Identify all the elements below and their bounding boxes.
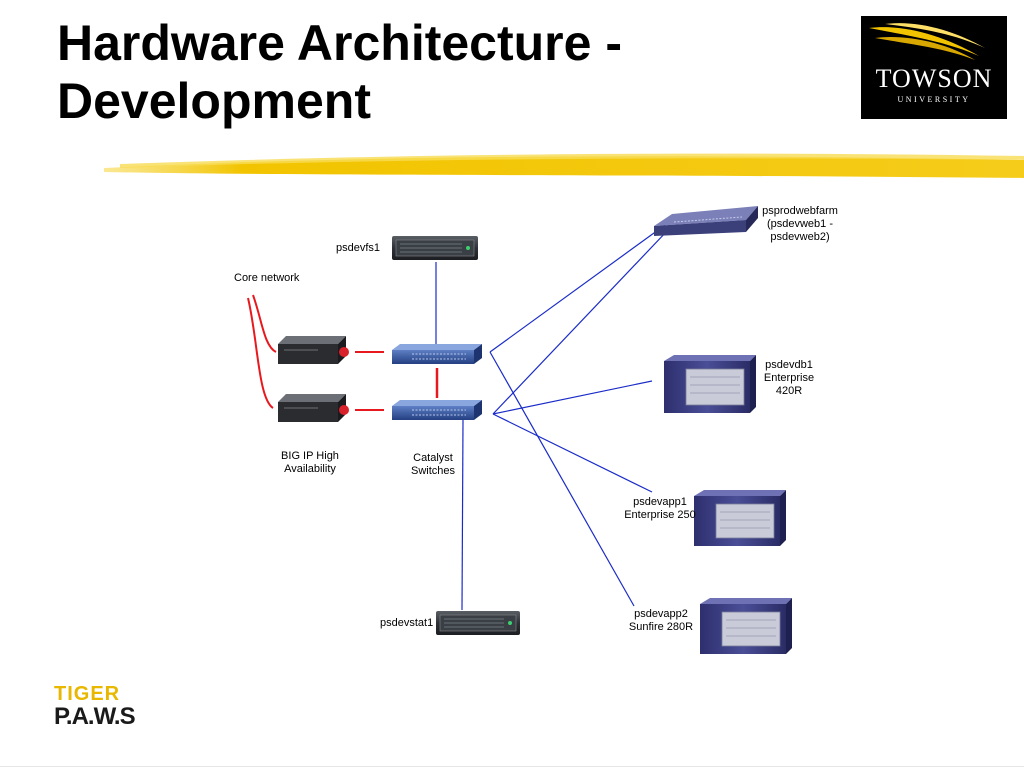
slide-title-line-1: Hardware Architecture - xyxy=(57,15,622,71)
slide-title-line-2: Development xyxy=(57,73,371,129)
label-psdevstat1: psdevstat1 xyxy=(380,617,434,629)
enterprise-server-icon xyxy=(664,355,756,413)
core-link-upper xyxy=(252,294,277,353)
load-balancer-icon xyxy=(278,394,349,422)
link-switch2-webfarm xyxy=(492,229,669,415)
label-catalyst-switches: Catalyst Switches xyxy=(410,452,456,477)
enterprise-server-icon xyxy=(700,598,792,654)
label-psdevapp2: psdevapp2 Sunfire 280R xyxy=(628,608,694,633)
label-psdevfs1: psdevfs1 xyxy=(336,242,381,254)
paws-logo-line-2: P.A.W.S xyxy=(54,703,136,730)
label-psprodwebfarm: psprodwebfarm (psdevweb1 - psdevweb2) xyxy=(762,205,838,243)
paws-logo-line-1: TIGER xyxy=(54,683,121,705)
load-balancer-icon xyxy=(278,336,349,364)
rack-server-icon xyxy=(436,611,520,635)
link-switch1-webfarm xyxy=(489,224,666,353)
logo-name: TOWSON xyxy=(875,64,993,93)
network-switch-icon xyxy=(392,344,482,364)
core-links xyxy=(247,294,439,411)
core-link-lower xyxy=(247,297,274,409)
title-underline-stripe xyxy=(104,153,1024,178)
rack-server-icon xyxy=(392,236,478,260)
blade-server-icon xyxy=(654,206,758,236)
network-switch-icon xyxy=(392,400,482,420)
label-bigip: BIG IP High Availability xyxy=(281,450,339,475)
label-psdevapp1: psdevapp1 Enterprise 250 xyxy=(624,496,696,521)
logo-swoosh-icon xyxy=(869,23,985,60)
label-psdevdb1: psdevdb1 Enterprise 420R xyxy=(763,359,815,397)
tiger-paws-logo: TIGER P.A.W.S xyxy=(54,684,144,730)
network-links xyxy=(435,224,669,611)
logo-subtitle: UNIVERSITY xyxy=(897,95,971,104)
link-switch2-stat1 xyxy=(461,419,464,611)
link-switch2-db1 xyxy=(492,380,653,415)
enterprise-server-icon xyxy=(694,490,786,546)
slide-title: Hardware Architecture - Development xyxy=(57,14,622,130)
footer-divider xyxy=(0,766,1024,767)
towson-logo: TOWSON UNIVERSITY xyxy=(861,16,1007,119)
label-core-network: Core network xyxy=(234,272,300,284)
link-switch2-app1 xyxy=(492,413,653,493)
link-switch1-app2 xyxy=(489,351,635,607)
